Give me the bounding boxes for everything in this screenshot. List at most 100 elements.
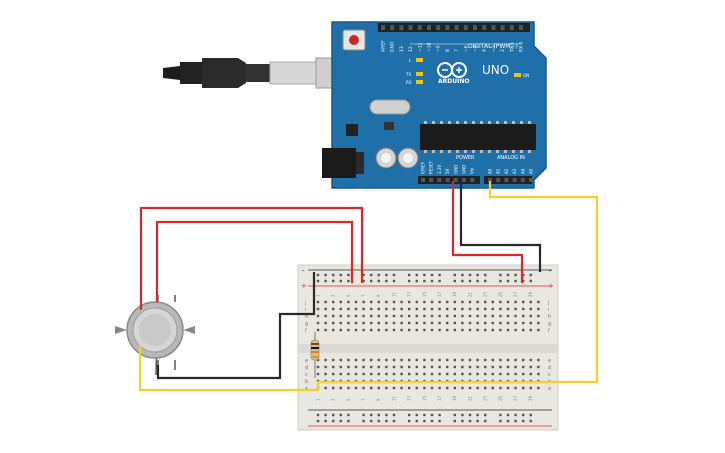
rail-hole[interactable] bbox=[476, 273, 479, 277]
breadboard-hole[interactable] bbox=[370, 314, 373, 318]
breadboard-hole[interactable] bbox=[392, 372, 396, 376]
rail-hole[interactable] bbox=[461, 413, 464, 417]
breadboard-hole[interactable] bbox=[499, 314, 502, 318]
rail-hole[interactable] bbox=[377, 279, 380, 283]
breadboard-hole[interactable] bbox=[438, 358, 441, 362]
digital-pin[interactable] bbox=[399, 25, 404, 30]
rail-hole[interactable] bbox=[514, 413, 517, 417]
breadboard-hole[interactable] bbox=[354, 365, 358, 369]
breadboard-hole[interactable] bbox=[423, 386, 426, 390]
rail-hole[interactable] bbox=[453, 413, 456, 417]
rail-hole[interactable] bbox=[415, 279, 418, 283]
rail-hole[interactable] bbox=[324, 273, 327, 277]
breadboard-hole[interactable] bbox=[468, 314, 472, 318]
breadboard-hole[interactable] bbox=[430, 321, 434, 325]
breadboard-hole[interactable] bbox=[339, 372, 342, 376]
rail-hole[interactable] bbox=[385, 273, 388, 277]
digital-pin[interactable] bbox=[445, 25, 450, 30]
breadboard-hole[interactable] bbox=[347, 328, 350, 332]
breadboard-hole[interactable] bbox=[430, 365, 434, 369]
rail-hole[interactable] bbox=[468, 279, 472, 283]
rail-hole[interactable] bbox=[522, 273, 525, 277]
breadboard-hole[interactable] bbox=[339, 307, 342, 311]
breadboard-hole[interactable] bbox=[354, 372, 358, 376]
rail-hole[interactable] bbox=[529, 419, 532, 423]
breadboard-hole[interactable] bbox=[461, 300, 464, 304]
breadboard-hole[interactable] bbox=[339, 321, 342, 325]
wire-red-sensor-2[interactable] bbox=[155, 220, 354, 302]
rail-hole[interactable] bbox=[499, 419, 502, 423]
breadboard-hole[interactable] bbox=[446, 365, 449, 369]
rail-hole[interactable] bbox=[453, 419, 456, 423]
breadboard-hole[interactable] bbox=[468, 358, 472, 362]
wire-red-sensor-1[interactable] bbox=[139, 206, 364, 310]
breadboard-hole[interactable] bbox=[514, 321, 517, 325]
rail-hole[interactable] bbox=[514, 419, 517, 423]
breadboard-hole[interactable] bbox=[537, 365, 540, 369]
breadboard-hole[interactable] bbox=[362, 314, 365, 318]
digital-pin[interactable] bbox=[509, 25, 514, 30]
breadboard-hole[interactable] bbox=[362, 321, 365, 325]
digital-pin[interactable] bbox=[519, 25, 523, 30]
breadboard-hole[interactable] bbox=[537, 314, 540, 318]
breadboard-hole[interactable] bbox=[438, 314, 441, 318]
breadboard-hole[interactable] bbox=[415, 386, 418, 390]
breadboard-hole[interactable] bbox=[461, 307, 464, 311]
breadboard-hole[interactable] bbox=[354, 358, 358, 362]
breadboard-hole[interactable] bbox=[339, 358, 342, 362]
power-pin[interactable] bbox=[429, 178, 434, 182]
breadboard-hole[interactable] bbox=[347, 321, 350, 325]
breadboard-hole[interactable] bbox=[392, 300, 396, 304]
breadboard-hole[interactable] bbox=[347, 300, 350, 304]
breadboard-hole[interactable] bbox=[484, 358, 487, 362]
digital-pin-header[interactable] bbox=[378, 23, 530, 32]
breadboard-hole[interactable] bbox=[332, 365, 335, 369]
breadboard-hole[interactable] bbox=[362, 358, 365, 362]
analog-pin[interactable] bbox=[496, 178, 501, 182]
breadboard-hole[interactable] bbox=[491, 321, 494, 325]
breadboard-hole[interactable] bbox=[339, 314, 342, 318]
breadboard-hole[interactable] bbox=[370, 386, 373, 390]
breadboard-hole[interactable] bbox=[400, 328, 403, 332]
breadboard-hole[interactable] bbox=[354, 300, 358, 304]
breadboard-hole[interactable] bbox=[484, 314, 487, 318]
breadboard-hole[interactable] bbox=[423, 314, 426, 318]
breadboard-hole[interactable] bbox=[362, 386, 365, 390]
breadboard-hole[interactable] bbox=[385, 300, 388, 304]
breadboard-hole[interactable] bbox=[476, 328, 479, 332]
breadboard-hole[interactable] bbox=[506, 321, 510, 325]
breadboard-hole[interactable] bbox=[324, 314, 327, 318]
breadboard-hole[interactable] bbox=[423, 358, 426, 362]
rail-hole[interactable] bbox=[499, 279, 502, 283]
breadboard-hole[interactable] bbox=[430, 314, 434, 318]
rail-hole[interactable] bbox=[392, 273, 396, 277]
breadboard-hole[interactable] bbox=[385, 386, 388, 390]
breadboard-hole[interactable] bbox=[499, 307, 502, 311]
breadboard-hole[interactable] bbox=[499, 328, 502, 332]
rail-hole[interactable] bbox=[392, 279, 396, 283]
breadboard-hole[interactable] bbox=[332, 358, 335, 362]
rail-hole[interactable] bbox=[377, 273, 380, 277]
rail-hole[interactable] bbox=[476, 279, 479, 283]
digital-pin[interactable] bbox=[408, 25, 413, 30]
rail-hole[interactable] bbox=[423, 419, 426, 423]
breadboard-hole[interactable] bbox=[392, 365, 396, 369]
breadboard-hole[interactable] bbox=[324, 365, 327, 369]
breadboard-hole[interactable] bbox=[392, 386, 396, 390]
breadboard-hole[interactable] bbox=[446, 314, 449, 318]
breadboard-hole[interactable] bbox=[354, 386, 358, 390]
breadboard-hole[interactable] bbox=[514, 372, 517, 376]
breadboard-hole[interactable] bbox=[408, 358, 411, 362]
breadboard-hole[interactable] bbox=[529, 328, 532, 332]
breadboard-hole[interactable] bbox=[476, 358, 479, 362]
breadboard-hole[interactable] bbox=[446, 307, 449, 311]
digital-pin[interactable] bbox=[390, 25, 395, 30]
breadboard-hole[interactable] bbox=[430, 358, 434, 362]
digital-pin[interactable] bbox=[436, 25, 441, 30]
breadboard-hole[interactable] bbox=[377, 358, 380, 362]
breadboard-hole[interactable] bbox=[446, 328, 449, 332]
breadboard-hole[interactable] bbox=[332, 307, 335, 311]
digital-pin[interactable] bbox=[381, 25, 385, 30]
breadboard-hole[interactable] bbox=[514, 386, 517, 390]
